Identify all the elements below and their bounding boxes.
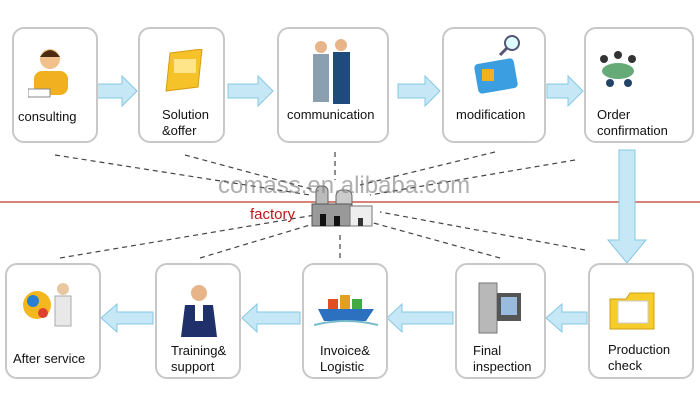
- meeting-table-icon: [600, 51, 636, 87]
- spoke-order: [369, 159, 576, 196]
- spoke-solution: [184, 154, 316, 191]
- arrow-right-1: [94, 74, 138, 108]
- factory-icon: [311, 185, 373, 227]
- arrow-left-4: [100, 302, 154, 334]
- step-consulting: consulting: [12, 27, 98, 143]
- step-label: modification: [456, 107, 526, 122]
- spoke-training: [199, 221, 321, 259]
- dashed-spokes: [54, 151, 586, 259]
- cargo-ship-icon: [314, 295, 378, 326]
- step-label: communication: [287, 107, 375, 122]
- watermark: comass.en.alibaba.com: [218, 172, 471, 199]
- businessmen-icon: [313, 39, 350, 104]
- step-label: Invoice& Logistic: [320, 343, 370, 374]
- arrow-right-4: [546, 74, 584, 108]
- service-team-icon: [23, 283, 72, 327]
- arrow-right-3: [397, 74, 441, 108]
- spoke-final: [369, 221, 501, 259]
- spoke-consulting: [54, 154, 311, 196]
- open-folder-icon: [609, 292, 655, 330]
- step-label: Solution &offer: [162, 107, 209, 138]
- arrow-right-2: [227, 74, 274, 108]
- operator-headset-icon: [28, 49, 68, 98]
- step-final-inspection: Final inspection: [455, 263, 546, 379]
- spoke-after-service: [59, 214, 316, 259]
- step-label: After service: [13, 351, 86, 366]
- step-communication: communication: [277, 27, 389, 143]
- step-label: Order confirmation: [597, 107, 668, 138]
- step-label: Final inspection: [473, 343, 532, 374]
- flow-arrows: [94, 74, 648, 334]
- step-after-service: After service: [5, 263, 101, 379]
- presenter-icon: [181, 285, 217, 337]
- step-label: Production check: [608, 342, 671, 373]
- step-label: consulting: [18, 109, 77, 124]
- step-modification: modification: [442, 27, 546, 143]
- arrow-left-2: [386, 302, 454, 334]
- spoke-production: [379, 211, 586, 251]
- step-label: Training& support: [171, 343, 227, 374]
- folder-icon: [165, 49, 203, 92]
- arrow-left-3: [241, 302, 301, 334]
- step-order-confirmation: Order confirmation: [584, 27, 694, 143]
- arrow-left-1: [545, 302, 588, 334]
- arrow-down: [606, 149, 648, 264]
- step-training-support: Training& support: [155, 263, 241, 379]
- step-solution-offer: Solution &offer: [138, 27, 225, 143]
- step-production-check: Production check: [588, 263, 694, 379]
- step-invoice-logistic: Invoice& Logistic: [302, 263, 388, 379]
- center-label: factory: [250, 206, 296, 223]
- inspection-machine-icon: [478, 282, 521, 334]
- card-magnifier-icon: [474, 35, 520, 94]
